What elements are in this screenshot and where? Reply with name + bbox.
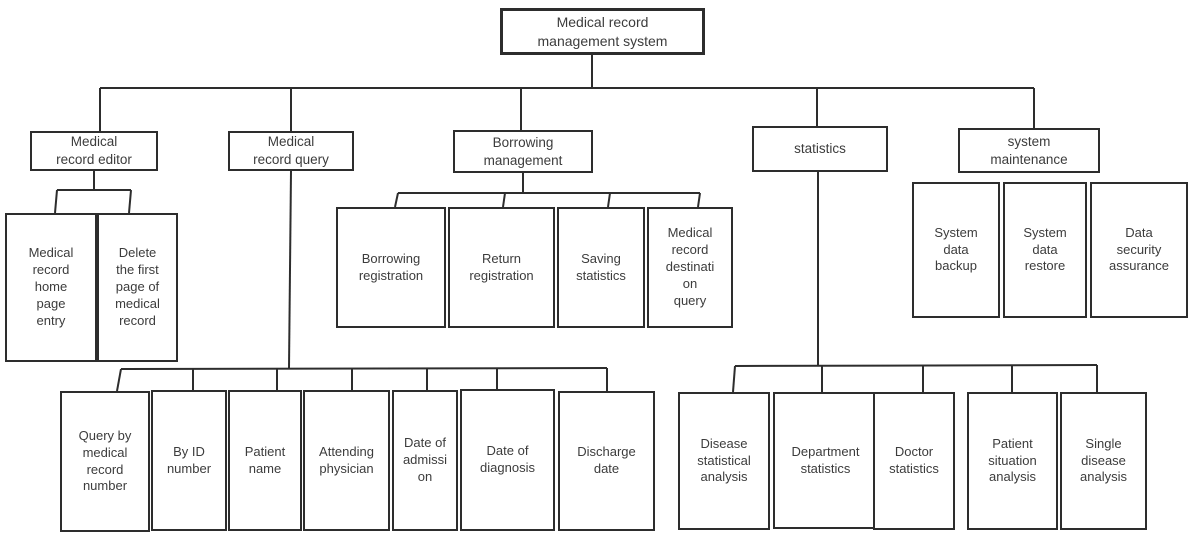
- node-return-registration: Return registration: [448, 207, 555, 328]
- node-data-security-assurance: Data security assurance: [1090, 182, 1188, 318]
- node-date-of-diagnosis: Date of diagnosis: [460, 389, 555, 531]
- node-medical-record-query: Medical record query: [228, 131, 354, 171]
- node-department-statistics: Department statistics: [773, 392, 878, 529]
- node-medical-record-destination-query: Medical record destinati on query: [647, 207, 733, 328]
- node-discharge-date: Discharge date: [558, 391, 655, 531]
- node-disease-statistical-analysis: Disease statistical analysis: [678, 392, 770, 530]
- node-patient-situation-analysis: Patient situation analysis: [967, 392, 1058, 530]
- node-patient-name: Patient name: [228, 390, 302, 531]
- node-borrowing-management: Borrowing management: [453, 130, 593, 173]
- node-query-by-medical-record-number: Query by medical record number: [60, 391, 150, 532]
- node-single-disease-analysis: Single disease analysis: [1060, 392, 1147, 530]
- node-system-data-restore: System data restore: [1003, 182, 1087, 318]
- node-delete-first-page-of-medical-record: Delete the first page of medical record: [97, 213, 178, 362]
- node-statistics: statistics: [752, 126, 888, 172]
- node-system-maintenance: system maintenance: [958, 128, 1100, 173]
- node-medical-record-home-page-entry: Medical record home page entry: [5, 213, 97, 362]
- node-saving-statistics: Saving statistics: [557, 207, 645, 328]
- node-medical-record-editor: Medical record editor: [30, 131, 158, 171]
- node-by-id-number: By ID number: [151, 390, 227, 531]
- node-doctor-statistics: Doctor statistics: [873, 392, 955, 530]
- node-attending-physician: Attending physician: [303, 390, 390, 531]
- node-system-data-backup: System data backup: [912, 182, 1000, 318]
- node-date-of-admission: Date of admissi on: [392, 390, 458, 531]
- node-borrowing-registration: Borrowing registration: [336, 207, 446, 328]
- node-medical-record-management-system: Medical record management system: [500, 8, 705, 55]
